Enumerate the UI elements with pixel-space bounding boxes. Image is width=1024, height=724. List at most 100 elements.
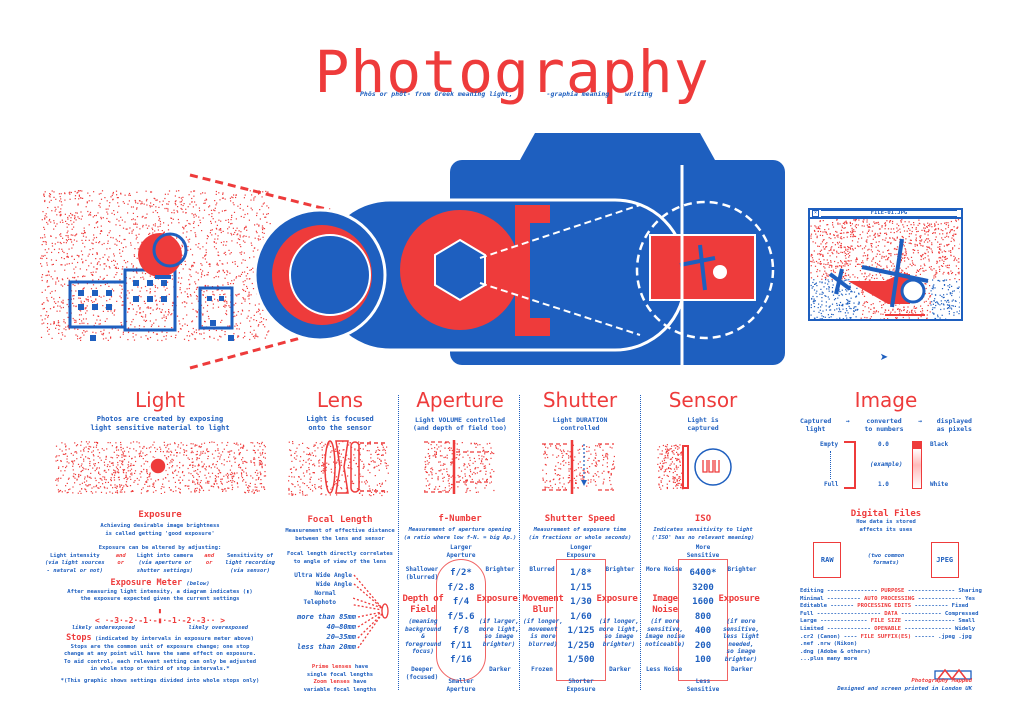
raw-label: RAW [820, 556, 834, 564]
scale-label: Darker [731, 666, 753, 673]
jpeg-value: Compressed [944, 610, 979, 617]
scale-value[interactable]: 1/60 [570, 611, 592, 622]
angle-label: Normal [314, 590, 336, 597]
scale-label: Frozen [531, 666, 553, 673]
scale-label: Exposure [566, 551, 596, 559]
scale-value[interactable]: 3200 [692, 582, 714, 593]
flow-step: to numbers [864, 425, 904, 433]
divider [519, 395, 520, 690]
scale-label: (if more [726, 618, 756, 625]
logo-row [800, 665, 972, 681]
scale-value[interactable]: f/16 [450, 655, 472, 665]
stops-note: (indicated by intervals in exposure mete… [94, 636, 254, 642]
scale-value[interactable]: 800 [694, 611, 712, 622]
lens-desc: Measurement of effective distance [285, 528, 395, 534]
scale-value[interactable]: 6400* [689, 568, 717, 578]
divider [640, 395, 641, 690]
scale-value[interactable]: f/11 [450, 640, 472, 651]
scale-label: more light, [479, 625, 519, 633]
jpeg-file-icon: JPEG [930, 542, 959, 578]
sensor-intro: Light is [687, 416, 719, 424]
shutter-heading: Shutter [542, 388, 618, 412]
exposure-title: Exposure [138, 510, 182, 520]
scale-label: sensitive, [646, 625, 684, 633]
scale-frame [678, 559, 728, 681]
leader: -------------- [904, 588, 959, 594]
scale-value[interactable]: 1/8* [570, 568, 592, 578]
scale-label: More [695, 544, 711, 551]
satellite-dish-icon [138, 232, 188, 279]
scale-value[interactable]: f/2.8 [447, 582, 475, 593]
shutter-speed-title: Shutter Speed [544, 514, 616, 524]
scale-label: (if more [650, 618, 680, 625]
scale-value[interactable]: 100 [694, 655, 712, 665]
close-icon[interactable]: × [812, 210, 819, 217]
meter-desc: After measuring light intensity, a diagr… [67, 588, 253, 595]
scale-label: Blurred [529, 566, 555, 573]
scale-value[interactable]: f/4 [452, 597, 470, 607]
leader: ------- [830, 603, 858, 610]
camera-illustration [40, 133, 785, 370]
raw-value: Full [800, 610, 817, 617]
prime-lenses: Prime lenses [311, 664, 352, 670]
scale-label: (blurred) [405, 573, 439, 581]
shutter-intro: controlled [560, 423, 600, 432]
scale-value[interactable]: 1/250 [567, 640, 595, 651]
sensor-pixel-icon [657, 444, 732, 490]
focal-length-title: Focal Length [307, 515, 373, 525]
aperture-heading: Aperture [416, 388, 504, 412]
scale-frame [436, 559, 486, 681]
prime-rest: have [354, 664, 369, 670]
scale-label: Sensitive [686, 685, 720, 693]
light-intro: light sensitive material to light [90, 424, 230, 432]
scale-value[interactable]: 1/500 [567, 655, 595, 665]
angle-of-view-diagram: Ultra Wide Angle Wide Angle Normal Telep… [280, 572, 400, 664]
scale-value[interactable]: 200 [694, 640, 712, 651]
scale-value[interactable]: f/2* [450, 568, 472, 578]
digital-files-title: Digital Files [850, 509, 922, 519]
scale-value[interactable]: f/5.6 [447, 611, 475, 622]
factor-note: - natural or not) [46, 567, 103, 574]
scale-value[interactable]: 1/125 [567, 626, 595, 636]
flow-step: Captured [800, 417, 832, 425]
scale-label: so image [484, 633, 514, 640]
flow-step: converted [866, 417, 902, 425]
table-row: Editable ------- PROCESSING EDITS ------… [800, 603, 972, 611]
raw-value: Editable [800, 603, 831, 610]
aperture-desc: (a ratio where low f-N. = big Ap.) [403, 534, 517, 541]
aperture-intro: (and depth of field too) [413, 423, 507, 432]
angle-label: Wide Angle [315, 581, 352, 588]
scale-value[interactable]: 400 [694, 626, 712, 636]
leader: ------------- [826, 625, 875, 632]
full-label: Full [824, 481, 839, 488]
scale-value[interactable]: f/8 [452, 626, 470, 636]
scale-value[interactable]: 1/30 [570, 597, 592, 607]
scale-label: (if larger, [479, 618, 519, 625]
raw-value: Minimal [800, 595, 827, 602]
scale-label: Image [652, 594, 678, 604]
scale-value[interactable]: 1600 [692, 597, 714, 607]
scale-label: Shorter [568, 678, 594, 685]
scale-label: Brighter [727, 566, 757, 573]
sensor-desc: ('ISO' has no relevant meaning) [651, 534, 755, 541]
raw-file-icon: RAW [813, 542, 842, 578]
scale-label: focus) [412, 648, 434, 655]
raw-value: .cr2 (Canon) [800, 633, 844, 640]
meter-note: (below) [186, 581, 210, 587]
subtitle-part2: -graphia meaning [546, 90, 610, 98]
scale-label: brighter) [602, 640, 636, 648]
scale-value[interactable]: 1/15 [570, 582, 592, 593]
scale-label: Exposure [476, 594, 518, 604]
light-intro: Photos are created by exposing [96, 415, 224, 423]
scale-label: Smaller [448, 678, 474, 685]
factor-label: Light intensity [49, 552, 100, 559]
file-window[interactable]: × FILE-01.JPG [808, 208, 963, 321]
scale-label: (focused) [405, 673, 439, 681]
helicopter-image [810, 219, 962, 321]
file-window-titlebar[interactable]: × FILE-01.JPG [810, 210, 961, 219]
angle-label: Ultra Wide Angle [294, 572, 352, 579]
leader: --------------- [901, 618, 959, 625]
table-row: .cr2 (Canon) ---- FILE SUFFIX(ES) ------… [800, 634, 972, 642]
property: PROCESSING EDITS [857, 603, 912, 610]
